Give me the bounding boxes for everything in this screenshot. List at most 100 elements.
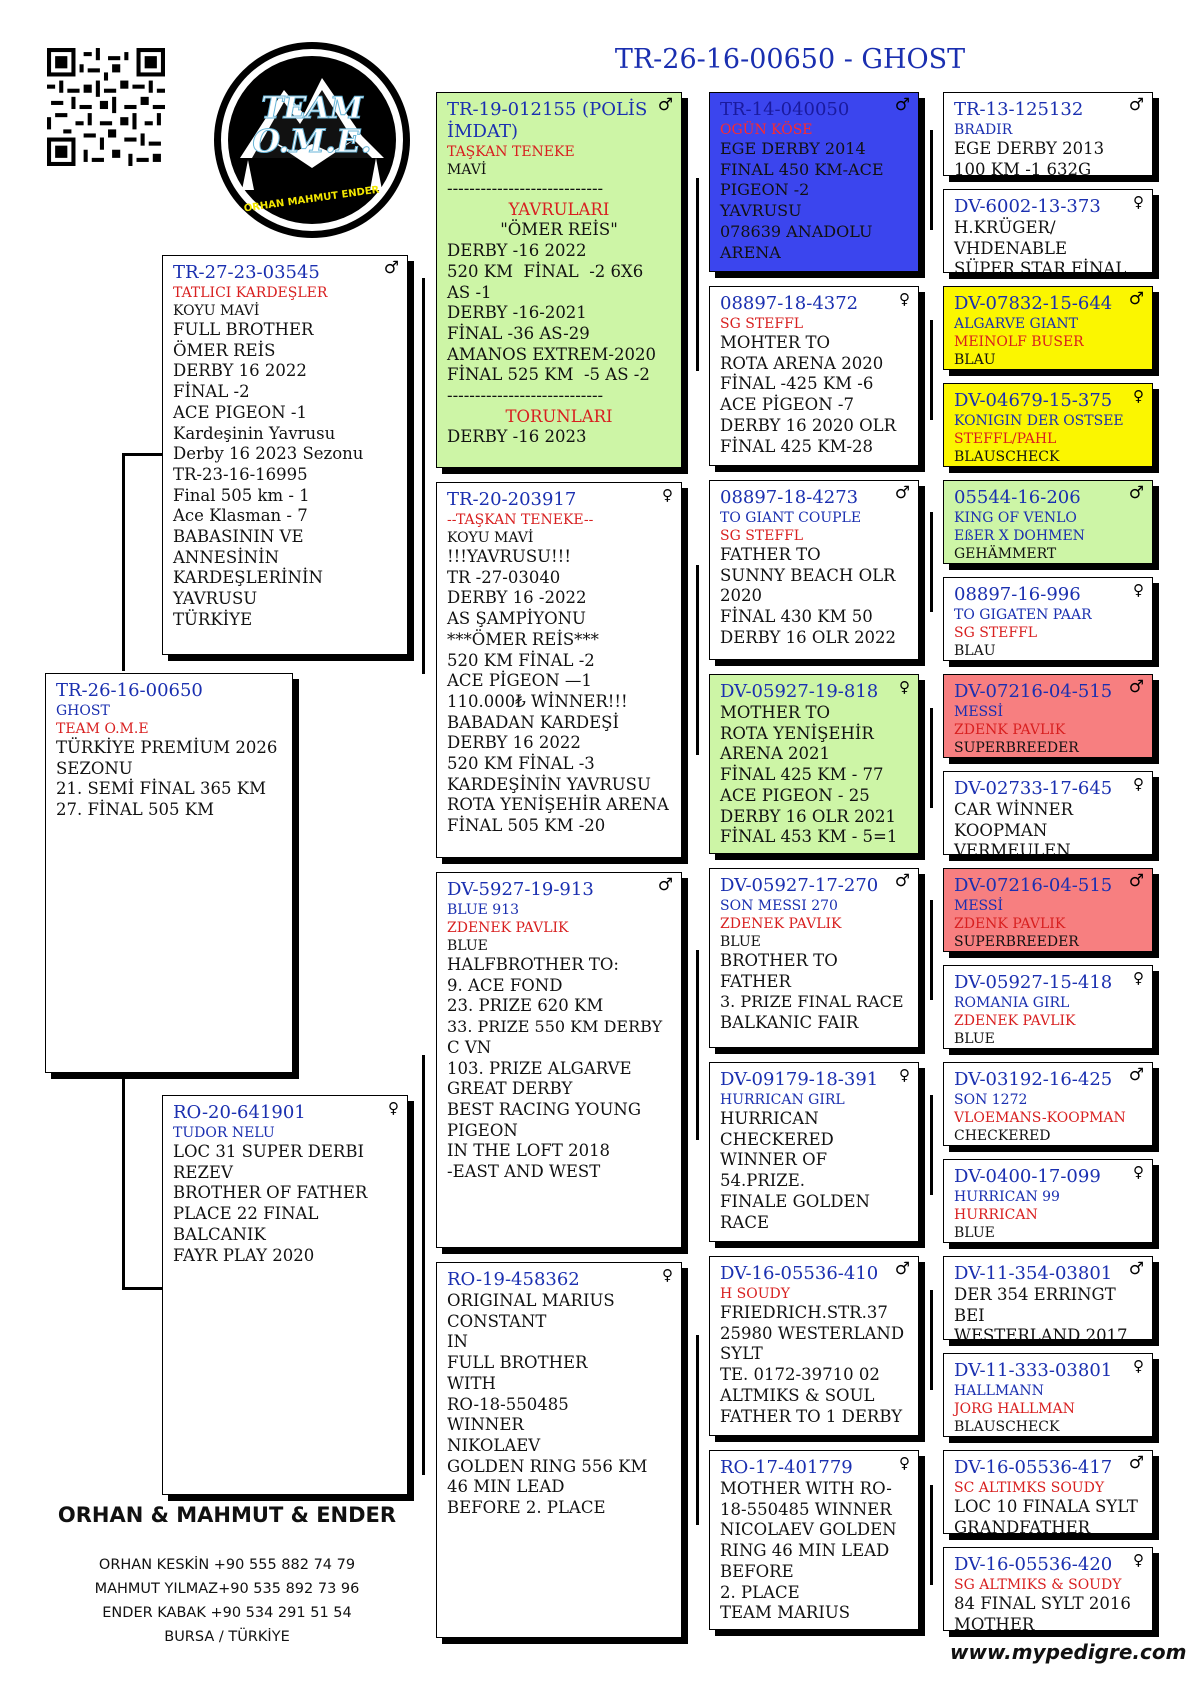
ds-note: -EAST AND WEST (447, 1162, 601, 1182)
g4-card[interactable]: ♀ DV-11-333-03801 HALLMANN JORG HALLMAN … (943, 1353, 1153, 1437)
g4-name: HALLMANN (954, 1383, 1044, 1399)
subject-card[interactable]: TR-26-16-00650 GHOST TEAM O.M.E TÜRKİYE … (45, 673, 293, 1073)
g4-color: SUPERBREEDER (954, 934, 1079, 950)
g4-card[interactable]: ♂ DV-07216-04-515 MESSİ ZDENK PAVLIK SUP… (943, 868, 1153, 952)
female-icon: ♀ (899, 678, 910, 696)
ds-name: BLUE 913 (447, 902, 520, 918)
g4-card[interactable]: ♂ 05544-16-206 KING OF VENLO EßER X DOHM… (943, 480, 1153, 564)
dam-note: FAYR PLAY 2020 (173, 1245, 315, 1265)
g4-breeder: SG ALTMIKS & SOUDY (954, 1577, 1122, 1593)
g4-note: 100 KM -1 632G (954, 159, 1092, 176)
dds-note: FATHER TO 1 DERBY (720, 1406, 903, 1426)
contact-line: MAHMUT YILMAZ+90 535 892 73 96 (94, 1581, 360, 1597)
g4-card[interactable]: ♀ DV-16-05536-420 SG ALTMIKS & SOUDY 84 … (943, 1547, 1153, 1631)
g4-name: KONIGIN DER OSTSEE (954, 413, 1124, 429)
ssd-card[interactable]: ♀ 08897-18-4372 SG STEFFL MOHTER TO ROTA… (709, 286, 919, 466)
ds-note: 9. ACE FOND (447, 975, 563, 995)
ds-note: 33. PRIZE 550 KM DERBY (447, 1017, 663, 1037)
female-icon: ♀ (1133, 1163, 1144, 1181)
g4-card[interactable]: ♀ DV-02733-17-645 CAR WİNNER KOOPMAN VER… (943, 771, 1153, 855)
dam-card[interactable]: ♀ RO-20-641901 TUDOR NELU LOC 31 SUPER D… (162, 1095, 408, 1495)
sss-note: ARENA (720, 242, 781, 262)
male-icon: ♂ (657, 875, 673, 895)
g4-card[interactable]: ♂ TR-13-125132 BRADIR EGE DERBY 2013 100… (943, 92, 1153, 176)
ss-note: FİNAL -36 AS-29 (447, 323, 590, 343)
g4-name: ROMANIA GIRL (954, 995, 1070, 1011)
dd-note: CONSTANT (447, 1311, 547, 1331)
ss-note: TORUNLARI (505, 406, 613, 426)
g4-note: WESTERLAND 2017 SYL (954, 1326, 1128, 1340)
female-icon: ♀ (1133, 1357, 1144, 1375)
sds-card[interactable]: ♂ 08897-18-4273 TO GIANT COUPLE SG STEFF… (709, 480, 919, 660)
g4-card[interactable]: ♀ DV-0400-17-099 HURRICAN 99 HURRICAN BL… (943, 1159, 1153, 1243)
g4-name: TO GIGATEN PAAR (954, 607, 1092, 623)
dd-note: GOLDEN RING 556 KM (447, 1456, 648, 1476)
sss-card[interactable]: ♂ TR-14-040050 OGÜN KÖSE EGE DERBY 2014 … (709, 92, 919, 272)
dd-card[interactable]: ♀ RO-19-458362 ORIGINAL MARIUS CONSTANT … (436, 1262, 682, 1638)
g4-breeder: ZDENK PAVLIK (954, 916, 1066, 932)
dss-card[interactable]: ♂ DV-05927-17-270 SON MESSI 270 ZDENEK P… (709, 868, 919, 1048)
g4-ring: DV-07832-15-644 (954, 293, 1113, 314)
contact-line: ENDER KABAK +90 534 291 51 54 (102, 1605, 352, 1621)
sds-note: DERBY 16 OLR 2022 (720, 627, 897, 647)
dss-name: SON MESSI 270 (720, 898, 838, 914)
female-icon: ♀ (662, 486, 673, 504)
qr-code[interactable] (47, 48, 165, 166)
ddd-ring: RO-17-401779 (720, 1457, 853, 1478)
ss-color: MAVİ (447, 162, 487, 178)
g4-ring: 08897-16-996 (954, 584, 1081, 605)
watermark-link[interactable]: www.mypedigre.com (950, 1640, 1187, 1664)
g4-card[interactable]: ♂ DV-11-354-03801 DER 354 ERRINGT BEI WE… (943, 1256, 1153, 1340)
dds-note: SYLT (720, 1344, 763, 1364)
g4-breeder: HURRICAN (954, 1207, 1038, 1223)
connector (122, 453, 162, 456)
ddd-card[interactable]: ♀ RO-17-401779 MOTHER WITH RO- 18-550485… (709, 1450, 919, 1630)
g4-card[interactable]: ♂ DV-07216-04-515 MESSİ ZDENK PAVLIK SUP… (943, 674, 1153, 758)
g4-card[interactable]: ♂ DV-16-05536-417 SC ALTIMKS SOUDY LOC 1… (943, 1450, 1153, 1534)
ddd-note: MOTHER WITH RO- (720, 1479, 892, 1498)
dam-note: REZEV (173, 1162, 233, 1182)
dsd-card[interactable]: ♀ DV-09179-18-391 HURRICAN GIRL HURRICAN… (709, 1062, 919, 1242)
dsd-note: FINALE GOLDEN (720, 1191, 870, 1211)
ss-note: ---------------------------- (447, 179, 604, 198)
sd-card[interactable]: ♀ TR-20-203917 --TAŞKAN TENEKE-- KOYU MA… (436, 482, 682, 858)
ssd-note: FİNAL -425 KM -6 (720, 374, 874, 394)
g4-card[interactable]: ♀ DV-05927-15-418 ROMANIA GIRL ZDENEK PA… (943, 965, 1153, 1049)
sd-note: 520 KM FİNAL -3 (447, 754, 595, 774)
dds-breeder: H SOUDY (720, 1286, 790, 1302)
g4-note: EGE DERBY 2013 (954, 139, 1105, 158)
ss-card[interactable]: ♂ TR-19-012155 (POLİS İMDAT) TAŞKAN TENE… (436, 92, 682, 468)
g4-note: MOTHER (954, 1614, 1035, 1631)
g4-color: GEHÄMMERT (954, 546, 1057, 562)
g4-card[interactable]: ♂ DV-07832-15-644 ALGARVE GIANT MEINOLF … (943, 286, 1153, 370)
dds-ring: DV-16-05536-410 (720, 1263, 879, 1284)
ds-note: PIGEON (447, 1120, 518, 1140)
g4-card[interactable]: ♂ DV-03192-16-425 SON 1272 VLOEMANS-KOOP… (943, 1062, 1153, 1146)
sd-note: 520 KM FİNAL -2 (447, 650, 595, 670)
ds-card[interactable]: ♂ DV-5927-19-913 BLUE 913 ZDENEK PAVLIK … (436, 872, 682, 1248)
dd-note: ORIGINAL MARIUS (447, 1291, 615, 1310)
dds-card[interactable]: ♂ DV-16-05536-410 H SOUDY FRIEDRICH.STR.… (709, 1256, 919, 1436)
g4-card[interactable]: ♀ DV-04679-15-375 KONIGIN DER OSTSEE STE… (943, 383, 1153, 467)
ssd-note: DERBY 16 2020 OLR (720, 415, 897, 435)
sire-card[interactable]: ♂ TR-27-23-03545 TATLICI KARDEŞLER KOYU … (162, 255, 408, 655)
dd-ring: RO-19-458362 (447, 1269, 580, 1290)
sire-note: TR-23-16-16995 (173, 464, 308, 484)
sdd-card[interactable]: ♀ DV-05927-19-818 MOTHER TO ROTA YENİŞEH… (709, 674, 919, 854)
sdd-note: DERBY 16 OLR 2021 (720, 806, 897, 826)
g4-card[interactable]: ♀ DV-6002-13-373 H.KRÜGER/ VHDENABLE SÜP… (943, 189, 1153, 273)
ds-color: BLUE (447, 938, 488, 954)
dss-note: FATHER (720, 971, 791, 991)
sd-note: KARDEŞİNİN YAVRUSU (447, 774, 651, 794)
sds-note: FATHER TO (720, 545, 821, 564)
ddd-note: TEAM MARIUS (720, 1603, 851, 1623)
ds-note: 103. PRIZE ALGARVE (447, 1058, 632, 1078)
sire-ring: TR-27-23-03545 (173, 262, 320, 283)
sds-name: TO GIANT COUPLE (720, 510, 862, 526)
ddd-note: RING 46 MIN LEAD (720, 1541, 890, 1561)
g4-card[interactable]: ♀ 08897-16-996 TO GIGATEN PAAR SG STEFFL… (943, 577, 1153, 661)
contact-line: ORHAN KESKİN +90 555 882 74 79 (98, 1557, 356, 1573)
g4-color: BLUE (954, 1225, 995, 1241)
sd-note: ***ÖMER REİS*** (447, 629, 599, 649)
sire-color: KOYU MAVİ (173, 303, 260, 319)
